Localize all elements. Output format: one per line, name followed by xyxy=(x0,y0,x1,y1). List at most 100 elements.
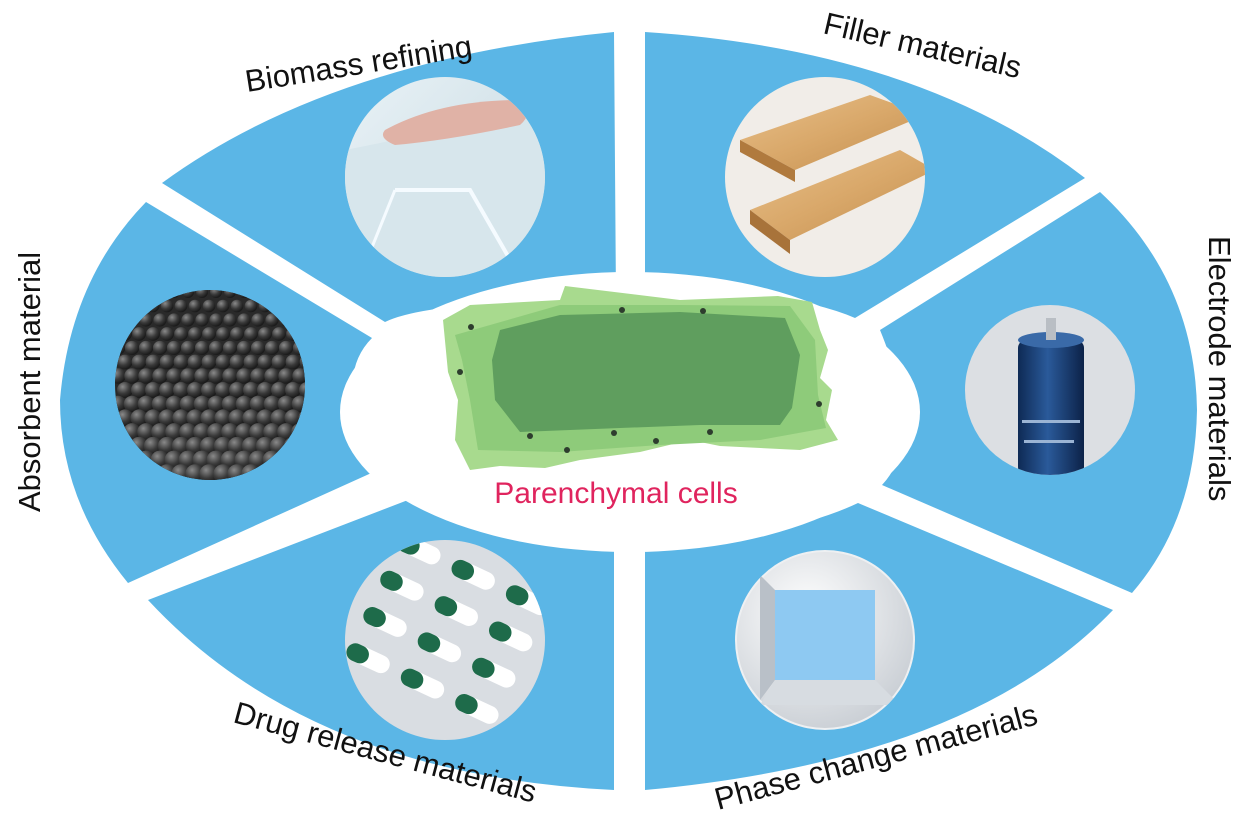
bead xyxy=(200,409,218,427)
bead xyxy=(299,382,305,398)
bead xyxy=(117,382,133,398)
bead xyxy=(143,436,163,456)
bead xyxy=(235,423,253,441)
bead xyxy=(174,327,188,341)
bead xyxy=(160,299,174,313)
label-electrode: Electrode materials xyxy=(1202,236,1237,501)
bead xyxy=(223,313,237,327)
bead xyxy=(181,313,195,327)
bead xyxy=(257,382,273,398)
bead xyxy=(188,299,202,313)
bead xyxy=(196,290,208,298)
bead xyxy=(194,340,210,356)
bead xyxy=(185,436,205,456)
center-label: Parenchymal cells xyxy=(494,477,737,510)
bead xyxy=(188,327,202,341)
bead xyxy=(173,354,189,370)
bead xyxy=(174,299,188,313)
bead xyxy=(207,423,225,441)
capsule-blister-icon xyxy=(345,540,545,740)
bead xyxy=(242,409,260,427)
bead xyxy=(256,409,274,427)
bead xyxy=(241,436,261,456)
bead xyxy=(145,354,161,370)
bead xyxy=(249,395,267,413)
bead xyxy=(230,299,244,313)
bead xyxy=(216,299,230,313)
bead xyxy=(264,368,280,384)
bead xyxy=(258,327,272,341)
bead xyxy=(171,436,191,456)
bead xyxy=(277,395,295,413)
bead xyxy=(146,327,160,341)
wood-board-icon xyxy=(725,77,925,277)
bead xyxy=(222,340,238,356)
bead xyxy=(172,409,190,427)
bead xyxy=(187,382,203,398)
bead xyxy=(236,340,252,356)
bead xyxy=(151,423,169,441)
bead xyxy=(167,313,181,327)
bead xyxy=(222,368,238,384)
bead xyxy=(229,354,245,370)
bead xyxy=(251,313,265,327)
bead xyxy=(165,423,183,441)
bead xyxy=(249,423,267,441)
bead xyxy=(124,340,140,356)
bead xyxy=(227,436,247,456)
bead xyxy=(278,340,294,356)
bead xyxy=(179,395,197,413)
bead xyxy=(213,436,233,456)
bead xyxy=(244,299,258,313)
bead xyxy=(160,327,174,341)
bead xyxy=(144,409,162,427)
bead xyxy=(199,464,219,480)
sphere-cutaway-icon xyxy=(735,550,915,730)
bead xyxy=(263,423,281,441)
bead xyxy=(250,368,266,384)
bead xyxy=(243,382,259,398)
bead xyxy=(270,409,288,427)
bead xyxy=(157,436,177,456)
bead xyxy=(187,354,203,370)
bead xyxy=(152,340,168,356)
bead xyxy=(117,354,133,370)
bead xyxy=(265,313,279,327)
bead xyxy=(138,368,154,384)
bead xyxy=(244,327,258,341)
bead xyxy=(216,327,230,341)
bead xyxy=(137,423,155,441)
bead xyxy=(124,368,140,384)
bead xyxy=(235,395,253,413)
bead xyxy=(285,354,301,370)
label-absorbent: Absorbent material xyxy=(12,252,47,512)
bead xyxy=(202,327,216,341)
bead xyxy=(236,368,252,384)
bead xyxy=(272,327,286,341)
bead xyxy=(215,354,231,370)
bead xyxy=(194,368,210,384)
bead xyxy=(285,382,301,398)
parenchymal-cell-icon xyxy=(443,286,838,470)
bead xyxy=(180,340,196,356)
bead xyxy=(284,409,302,427)
bead xyxy=(130,409,148,427)
bead xyxy=(209,313,223,327)
bead xyxy=(158,409,176,427)
bead xyxy=(152,368,168,384)
transparent-wood-icon xyxy=(345,77,545,277)
bead xyxy=(255,436,275,456)
bead xyxy=(115,368,126,384)
bead xyxy=(186,409,204,427)
bead xyxy=(193,423,211,441)
bead xyxy=(166,340,182,356)
bead xyxy=(115,395,127,413)
bead xyxy=(207,395,225,413)
bead xyxy=(263,395,281,413)
bead xyxy=(250,340,266,356)
bead xyxy=(292,368,305,384)
bead xyxy=(159,382,175,398)
bead xyxy=(278,368,294,384)
